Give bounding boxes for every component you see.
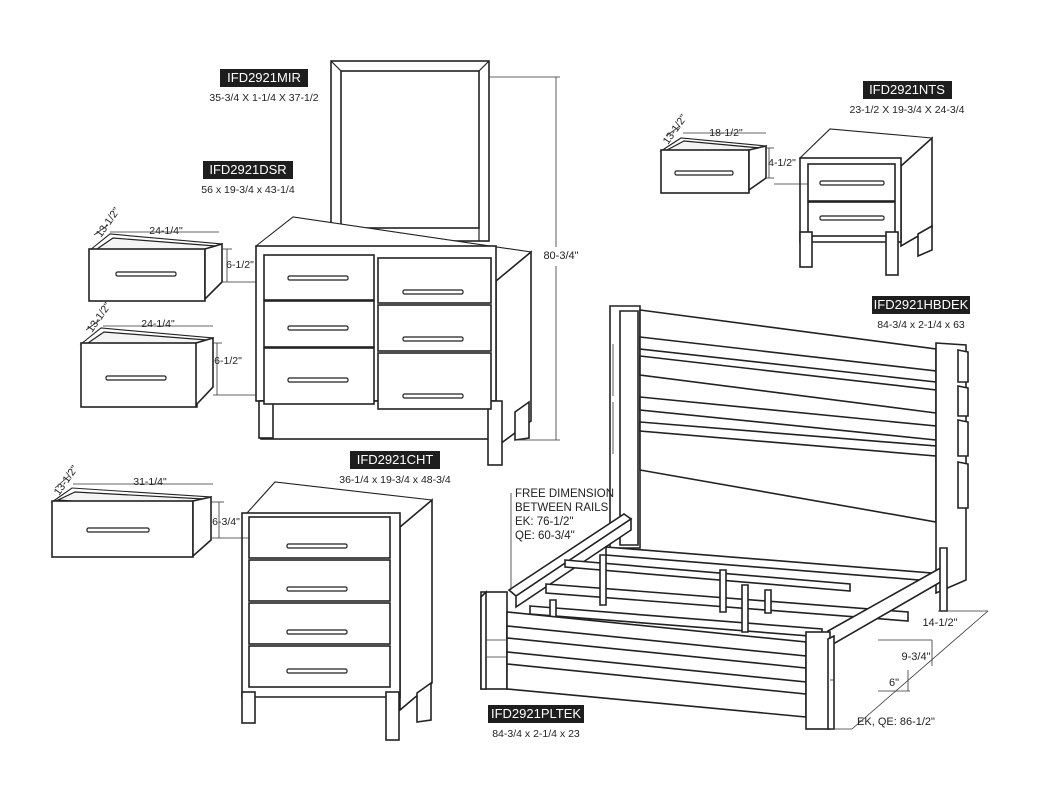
chest-label: IFD2921CHT 36-1/4 x 19-3/4 x 48-3/4 bbox=[339, 451, 451, 486]
free-dimension-note: FREE DIMENSION BETWEEN RAILS EK: 76-1/2"… bbox=[510, 488, 614, 590]
nightstand-drawer-width: 18-1/2" bbox=[709, 127, 743, 139]
dresser-dimensions: 56 x 19-3/4 x 43-1/4 bbox=[201, 184, 295, 196]
bed-side-rail-label: 9-3/4" bbox=[902, 651, 931, 663]
headboard-label: IFD2921HBDEK 84-3/4 x 2-1/4 x 63 bbox=[872, 296, 970, 331]
bed-rail-height-label: 14-1/2" bbox=[922, 617, 957, 629]
headboard-code: IFD2921HBDEK bbox=[874, 297, 969, 312]
free-dimension-line-2: BETWEEN RAILS bbox=[515, 502, 609, 514]
nightstand-drawing bbox=[798, 128, 934, 276]
dresser-drawing bbox=[254, 216, 533, 466]
bed-dimensions: 14-1/2" 9-3/4" 6" EK, QE: 86-1/2" bbox=[830, 610, 989, 730]
free-dimension-line-1: FREE DIMENSION bbox=[515, 488, 614, 500]
headboard-drawing bbox=[609, 305, 969, 595]
chest-code: IFD2921CHT bbox=[357, 452, 434, 467]
dresser-drawer-fronts bbox=[263, 254, 492, 410]
dresser-mirror-height-dimension: 80-3/4" bbox=[489, 76, 579, 441]
dresser-label: IFD2921DSR 56 x 19-3/4 x 43-1/4 bbox=[201, 161, 295, 196]
headboard-dimensions: 84-3/4 x 2-1/4 x 63 bbox=[877, 319, 965, 331]
mirror-label: IFD2921MIR 35-3/4 X 1-1/4 X 37-1/2 bbox=[209, 69, 319, 104]
bed-clearance-label: 6" bbox=[889, 677, 899, 689]
dresser-drawer-top-width: 24-1/4" bbox=[149, 225, 183, 237]
footboard-label: IFD2921PLTEK 84-3/4 x 2-1/4 x 23 bbox=[488, 705, 584, 740]
free-dimension-line-3: EK: 76-1/2" bbox=[515, 516, 573, 528]
chest-drawer: 13-1/2" 31-1/4" 6-3/4" bbox=[50, 463, 249, 558]
dresser-drawer-bottom: 13-1/2" 24-1/4" 6-1/2" bbox=[79, 300, 256, 408]
footboard-drawing bbox=[480, 590, 835, 730]
dresser-drawer-bottom-width: 24-1/4" bbox=[141, 318, 175, 330]
nightstand-drawer-height: 4-1/2" bbox=[768, 157, 796, 169]
dresser-drawer-top: 13-1/2" 24-1/4" 6-1/2" bbox=[88, 205, 256, 302]
bed-length-label: EK, QE: 86-1/2" bbox=[857, 716, 935, 728]
nightstand-code: IFD2921NTS bbox=[869, 82, 945, 97]
dresser-drawer-bottom-height: 6-1/2" bbox=[214, 355, 242, 367]
chest-drawing bbox=[241, 481, 434, 741]
chest-drawer-width: 31-1/4" bbox=[133, 476, 167, 488]
mirror-drawing bbox=[330, 60, 490, 242]
dresser-drawer-top-height: 6-1/2" bbox=[226, 259, 254, 271]
footboard-dimensions: 84-3/4 x 2-1/4 x 23 bbox=[492, 728, 580, 740]
nightstand-label: IFD2921NTS 23-1/2 X 19-3/4 X 24-3/4 bbox=[850, 81, 965, 116]
chest-drawer-height: 6-3/4" bbox=[212, 516, 240, 528]
dresser-code: IFD2921DSR bbox=[209, 162, 286, 177]
dresser-handles bbox=[287, 275, 464, 399]
footboard-code: IFD2921PLTEK bbox=[491, 706, 581, 721]
total-height-label: 80-3/4" bbox=[543, 250, 578, 262]
free-dimension-line-4: QE: 60-3/4" bbox=[515, 530, 575, 542]
bed-rails-drawing bbox=[507, 513, 948, 649]
mirror-dimensions: 35-3/4 X 1-1/4 X 37-1/2 bbox=[209, 92, 318, 104]
mirror-code: IFD2921MIR bbox=[227, 70, 301, 85]
chest-dimensions: 36-1/4 x 19-3/4 x 48-3/4 bbox=[339, 474, 451, 486]
nightstand-drawer: 13-1/2" 18-1/2" 4-1/2" bbox=[659, 112, 808, 194]
nightstand-dimensions: 23-1/2 X 19-3/4 X 24-3/4 bbox=[850, 104, 965, 116]
